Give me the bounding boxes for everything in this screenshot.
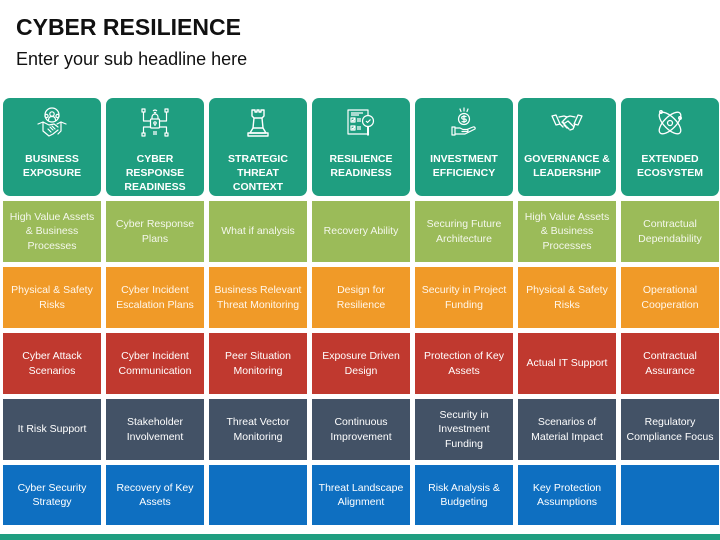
matrix-cell: Cyber Security Strategy xyxy=(3,465,101,525)
matrix-cell: Physical & Safety Risks xyxy=(3,267,101,328)
matrix-cell: Threat Vector Monitoring xyxy=(209,399,307,460)
chess-rook-icon xyxy=(241,106,275,140)
matrix-cell: Business Relevant Threat Monitoring xyxy=(209,267,307,328)
network-lock-icon xyxy=(138,106,172,140)
column-extended-ecosystem: EXTENDED ECOSYSTEM Contractual Dependabi… xyxy=(621,98,719,525)
checklist-magnifier-icon xyxy=(344,106,378,140)
matrix-cell: Peer Situation Monitoring xyxy=(209,333,307,394)
matrix-cell: Security in Investment Funding xyxy=(415,399,513,460)
matrix-cell: High Value Assets & Business Processes xyxy=(3,201,101,262)
matrix-cell: Protection of Key Assets xyxy=(415,333,513,394)
footer-accent-bar xyxy=(0,534,720,540)
matrix-cell: Stakeholder Involvement xyxy=(106,399,204,460)
matrix-cell: Threat Landscape Alignment xyxy=(312,465,410,525)
matrix-cell: Contractual Assurance xyxy=(621,333,719,394)
column-header: INVESTMENT EFFICIENCY xyxy=(415,98,513,196)
matrix-cell: Risk Analysis & Budgeting xyxy=(415,465,513,525)
column-header: CYBER RESPONSE READINESS xyxy=(106,98,204,196)
column-title: STRATEGIC THREAT CONTEXT xyxy=(228,153,288,193)
page-title: CYBER RESILIENCE xyxy=(16,14,241,40)
matrix-cell: Cyber Incident Communication xyxy=(106,333,204,394)
column-title: RESILIENCE READINESS xyxy=(329,153,393,179)
matrix-cell: Security in Project Funding xyxy=(415,267,513,328)
hand-coin-icon xyxy=(447,106,481,140)
matrix-cell: Cyber Attack Scenarios xyxy=(3,333,101,394)
people-gear-handshake-icon xyxy=(35,106,69,140)
column-cyber-response-readiness: CYBER RESPONSE READINESS Cyber Response … xyxy=(106,98,204,525)
matrix-cell: Physical & Safety Risks xyxy=(518,267,616,328)
resilience-matrix: BUSINESS EXPOSURE High Value Assets & Bu… xyxy=(3,98,719,525)
column-header: GOVERNANCE & LEADERSHIP xyxy=(518,98,616,196)
matrix-cell xyxy=(621,465,719,525)
matrix-cell: Continuous Improvement xyxy=(312,399,410,460)
matrix-cell: Regulatory Compliance Focus xyxy=(621,399,719,460)
matrix-cell: Recovery Ability xyxy=(312,201,410,262)
matrix-cell: Design for Resilience xyxy=(312,267,410,328)
matrix-cell: Cyber Response Plans xyxy=(106,201,204,262)
matrix-cell: Actual IT Support xyxy=(518,333,616,394)
matrix-cell: High Value Assets & Business Processes xyxy=(518,201,616,262)
matrix-cell: Scenarios of Material Impact xyxy=(518,399,616,460)
column-header: BUSINESS EXPOSURE xyxy=(3,98,101,196)
matrix-cell: Securing Future Architecture xyxy=(415,201,513,262)
matrix-cell xyxy=(209,465,307,525)
matrix-cell: Operational Cooperation xyxy=(621,267,719,328)
column-header: RESILIENCE READINESS xyxy=(312,98,410,196)
matrix-cell: What if analysis xyxy=(209,201,307,262)
column-title: INVESTMENT EFFICIENCY xyxy=(430,153,498,179)
matrix-cell: It Risk Support xyxy=(3,399,101,460)
column-resilience-readiness: RESILIENCE READINESS Recovery Ability De… xyxy=(312,98,410,525)
column-investment-efficiency: INVESTMENT EFFICIENCY Securing Future Ar… xyxy=(415,98,513,525)
matrix-cell: Recovery of Key Assets xyxy=(106,465,204,525)
column-title: BUSINESS EXPOSURE xyxy=(22,153,82,179)
column-title: EXTENDED ECOSYSTEM xyxy=(637,153,703,179)
matrix-cell: Key Protection Assumptions xyxy=(518,465,616,525)
atom-icon xyxy=(653,106,687,140)
column-title: CYBER RESPONSE READINESS xyxy=(124,153,186,193)
matrix-cell: Contractual Dependability xyxy=(621,201,719,262)
handshake-icon xyxy=(550,106,584,140)
matrix-cell: Cyber Incident Escalation Plans xyxy=(106,267,204,328)
column-governance-leadership: GOVERNANCE & LEADERSHIP High Value Asset… xyxy=(518,98,616,525)
matrix-cell: Exposure Driven Design xyxy=(312,333,410,394)
column-business-exposure: BUSINESS EXPOSURE High Value Assets & Bu… xyxy=(3,98,101,525)
column-header: EXTENDED ECOSYSTEM xyxy=(621,98,719,196)
page-subtitle: Enter your sub headline here xyxy=(16,49,248,69)
column-strategic-threat-context: STRATEGIC THREAT CONTEXT What if analysi… xyxy=(209,98,307,525)
column-title: GOVERNANCE & LEADERSHIP xyxy=(524,153,610,179)
column-header: STRATEGIC THREAT CONTEXT xyxy=(209,98,307,196)
